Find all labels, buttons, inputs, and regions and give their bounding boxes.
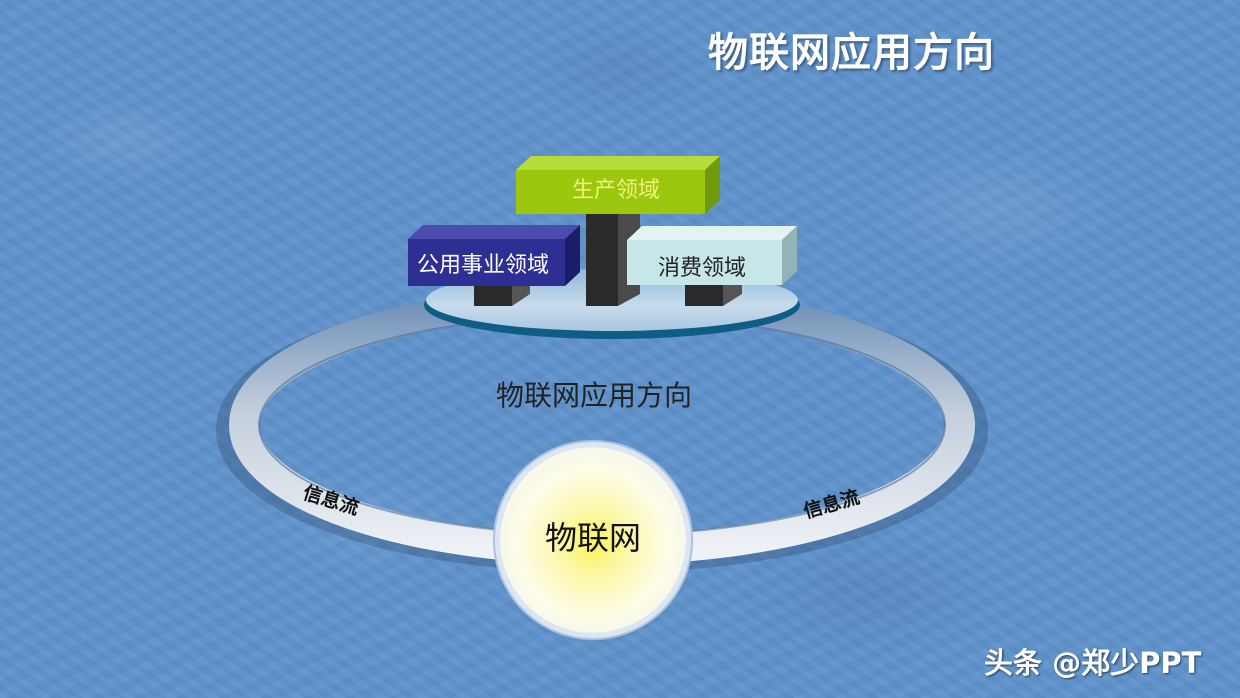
center-label: 物联网应用方向 [496,379,693,412]
domain-label-public-utility: 公用事业领域 [416,253,549,278]
box-public-utility [408,225,580,286]
watermark: 头条 @郑少PPT [984,646,1202,680]
domain-label-consumer: 消费领域 [657,256,746,281]
iot-hub-circle: 物联网 [500,447,686,633]
domain-label-production: 生产领域 [571,178,660,203]
slide-title: 物联网应用方向 [708,30,995,76]
box-production [516,156,720,214]
hub-label: 物联网 [544,519,641,557]
box-consumer [627,226,797,285]
